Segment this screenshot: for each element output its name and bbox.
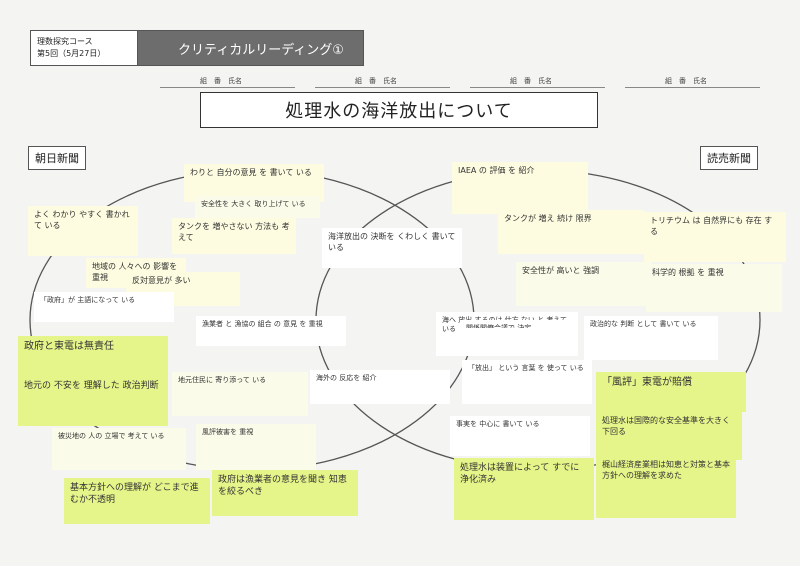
sticky-note[interactable]: 科学的 根拠 を 重視 [646,264,782,312]
sticky-note[interactable]: IAEA の 評価 を 紹介 [452,162,588,214]
sticky-note[interactable]: 処理水は装置によって すでに浄化済み [454,458,594,520]
sticky-note[interactable]: 政治的な 判断 として 書いて いる [584,316,718,360]
sticky-note[interactable]: 政府は漁業者の意見を聞き 知恵を絞るべき [212,470,358,516]
name-fields: 組 番 氏名 組 番 氏名 組 番 氏名 組 番 氏名 [160,76,760,88]
right-newspaper-label: 読売新聞 [700,146,758,170]
sticky-note[interactable]: 海へ 放出 するのは 仕方 ない と 考えて いる [436,312,578,356]
sticky-note[interactable]: 海外の 反応を 紹介 [310,370,450,404]
sticky-note[interactable]: よく わかり やすく 書かれて いる [28,206,138,256]
activity-title: クリティカルリーディング① [138,31,363,65]
session-date: 第5回（5月27日） [37,49,106,58]
sticky-note[interactable]: 地元住民に 寄り添って いる [172,372,308,416]
sticky-note[interactable]: 地元の 不安を 理解した 政治判断 [18,376,168,426]
sticky-note[interactable]: 基本方針への理解が どこまで進むか不透明 [64,478,210,524]
course-name: 理数探究コース [37,37,93,46]
sticky-note[interactable]: 被災地の 人の 立場で 考えて いる [52,428,186,470]
sticky-note[interactable]: タンクが 増え 続け 限界 [498,210,644,254]
sticky-note[interactable]: 処理水は国際的な安全基準を大きく下回る [596,412,742,460]
name-field-2[interactable]: 組 番 氏名 [315,76,450,88]
sticky-note[interactable]: 梶山経済産業相は知恵と対策と基本方針への理解を求めた [596,456,736,518]
sticky-note[interactable]: 海洋放出の 決断を くわしく 書いて いる [322,228,462,268]
worksheet-header: 理数探究コース 第5回（5月27日） クリティカルリーディング① [30,30,364,66]
sticky-note[interactable]: 関係閣僚会議で 決定 [460,320,570,328]
sticky-note[interactable]: 安全性が 高いと 強調 [516,262,652,306]
sticky-note[interactable]: 「風評」東電が賠償 [596,372,746,412]
name-field-1[interactable]: 組 番 氏名 [160,76,295,88]
sticky-note[interactable]: トリチウム は 自然界にも 存在 する [644,212,786,262]
left-newspaper-label: 朝日新聞 [28,146,86,170]
sticky-note[interactable]: 「政府」が 主語になって いる [34,292,174,322]
worksheet-title: 処理水の海洋放出について [200,92,598,128]
sticky-note[interactable]: 政府と東電は無責任 [18,336,168,376]
sticky-note[interactable]: 漁業者 と 漁協の 組合 の 意見 を 重視 [196,316,346,346]
name-field-4[interactable]: 組 番 氏名 [625,76,760,88]
sticky-note[interactable]: わりと 自分の意見 を 書いて いる [184,164,324,202]
name-field-3[interactable]: 組 番 氏名 [470,76,605,88]
sticky-note[interactable]: 「放出」 という 言葉 を 使って いる [462,360,592,404]
sticky-note[interactable]: 風評被害を 重視 [196,424,316,470]
sticky-note[interactable]: タンクを 増やさない 方法も 考えて [172,218,296,254]
sticky-note[interactable]: 事実を 中心に 書いて いる [450,416,590,456]
course-info: 理数探究コース 第5回（5月27日） [31,31,138,65]
sticky-note[interactable]: 安全性を 大きく 取り上げて いる [195,196,320,218]
